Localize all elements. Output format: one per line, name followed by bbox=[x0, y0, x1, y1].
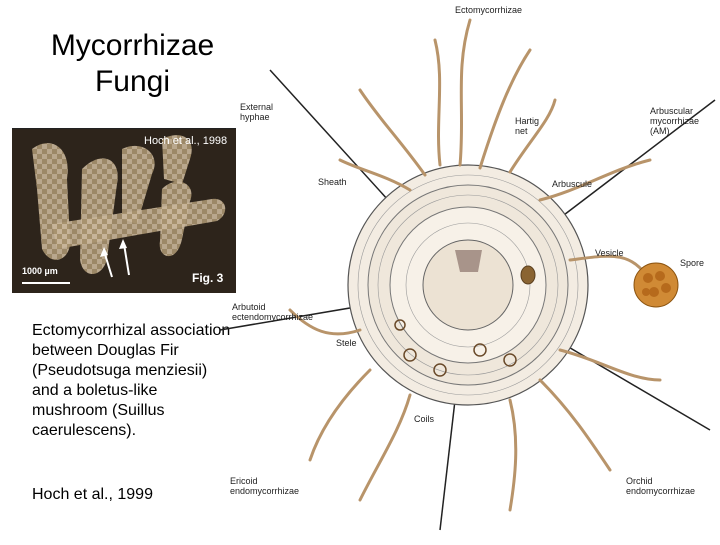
label-external-hyphae-line-2: hyphae bbox=[240, 112, 270, 122]
mycorrhizae-diagram: Ectomycorrhizae External hyphae Hartig n… bbox=[210, 0, 720, 540]
label-ericoid-line-2: endomycorrhizae bbox=[230, 486, 300, 496]
label-hartig-net: Hartig net bbox=[515, 116, 539, 136]
label-orchid-endomycorrhizae: Orchid endomycorrhizae bbox=[626, 476, 695, 496]
label-external-hyphae: External hyphae bbox=[240, 102, 273, 122]
label-ectomycorrhizae: Ectomycorrhizae bbox=[455, 5, 523, 15]
mycorrhiza-photo bbox=[12, 128, 236, 293]
scale-bar-label: 1000 µm bbox=[22, 266, 58, 276]
label-sheath: Sheath bbox=[318, 177, 347, 187]
label-vesicle: Vesicle bbox=[595, 248, 624, 258]
caption-credit: Hoch et al., 1999 bbox=[32, 486, 153, 503]
label-arbutoid-line-2: ectendomycorrhizae bbox=[232, 312, 314, 322]
caption-text: Ectomycorrhizal association between Doug… bbox=[32, 322, 231, 439]
label-coils: Coils bbox=[414, 414, 435, 424]
label-am-line-3: (AM) bbox=[650, 126, 670, 136]
slide-title: Mycorrhizae Fungi bbox=[20, 28, 245, 100]
photo-illustration bbox=[12, 129, 236, 293]
label-arbutoid-line-1: Arbutoid bbox=[232, 302, 266, 312]
label-spore: Spore bbox=[680, 258, 705, 268]
label-am-line-2: mycorrhizae bbox=[650, 116, 700, 126]
figure-label: Fig. 3 bbox=[192, 271, 224, 285]
label-arbutoid-ectendomycorrhizae: Arbutoid ectendomycorrhizae bbox=[232, 302, 313, 322]
title-line-1: Mycorrhizae bbox=[50, 29, 215, 62]
label-orchid-line-1: Orchid bbox=[626, 476, 653, 486]
label-arbuscule: Arbuscule bbox=[552, 179, 593, 189]
label-hartig-net-line-1: Hartig bbox=[515, 116, 540, 126]
photo-credit: Hoch et al., 1998 bbox=[144, 135, 228, 147]
root-cross-section bbox=[219, 18, 716, 531]
label-ericoid-endomycorrhizae: Ericoid endomycorrhizae bbox=[230, 476, 299, 496]
label-external-hyphae-line-1: External bbox=[240, 102, 274, 112]
label-orchid-line-2: endomycorrhizae bbox=[626, 486, 696, 496]
title-line-2: Fungi bbox=[94, 65, 171, 98]
label-hartig-net-line-2: net bbox=[515, 126, 528, 136]
label-am-line-1: Arbuscular bbox=[650, 106, 694, 116]
label-ericoid-line-1: Ericoid bbox=[230, 476, 258, 486]
label-stele: Stele bbox=[336, 338, 357, 348]
label-arbuscular-mycorrhizae: Arbuscular mycorrhizae (AM) bbox=[650, 106, 699, 136]
